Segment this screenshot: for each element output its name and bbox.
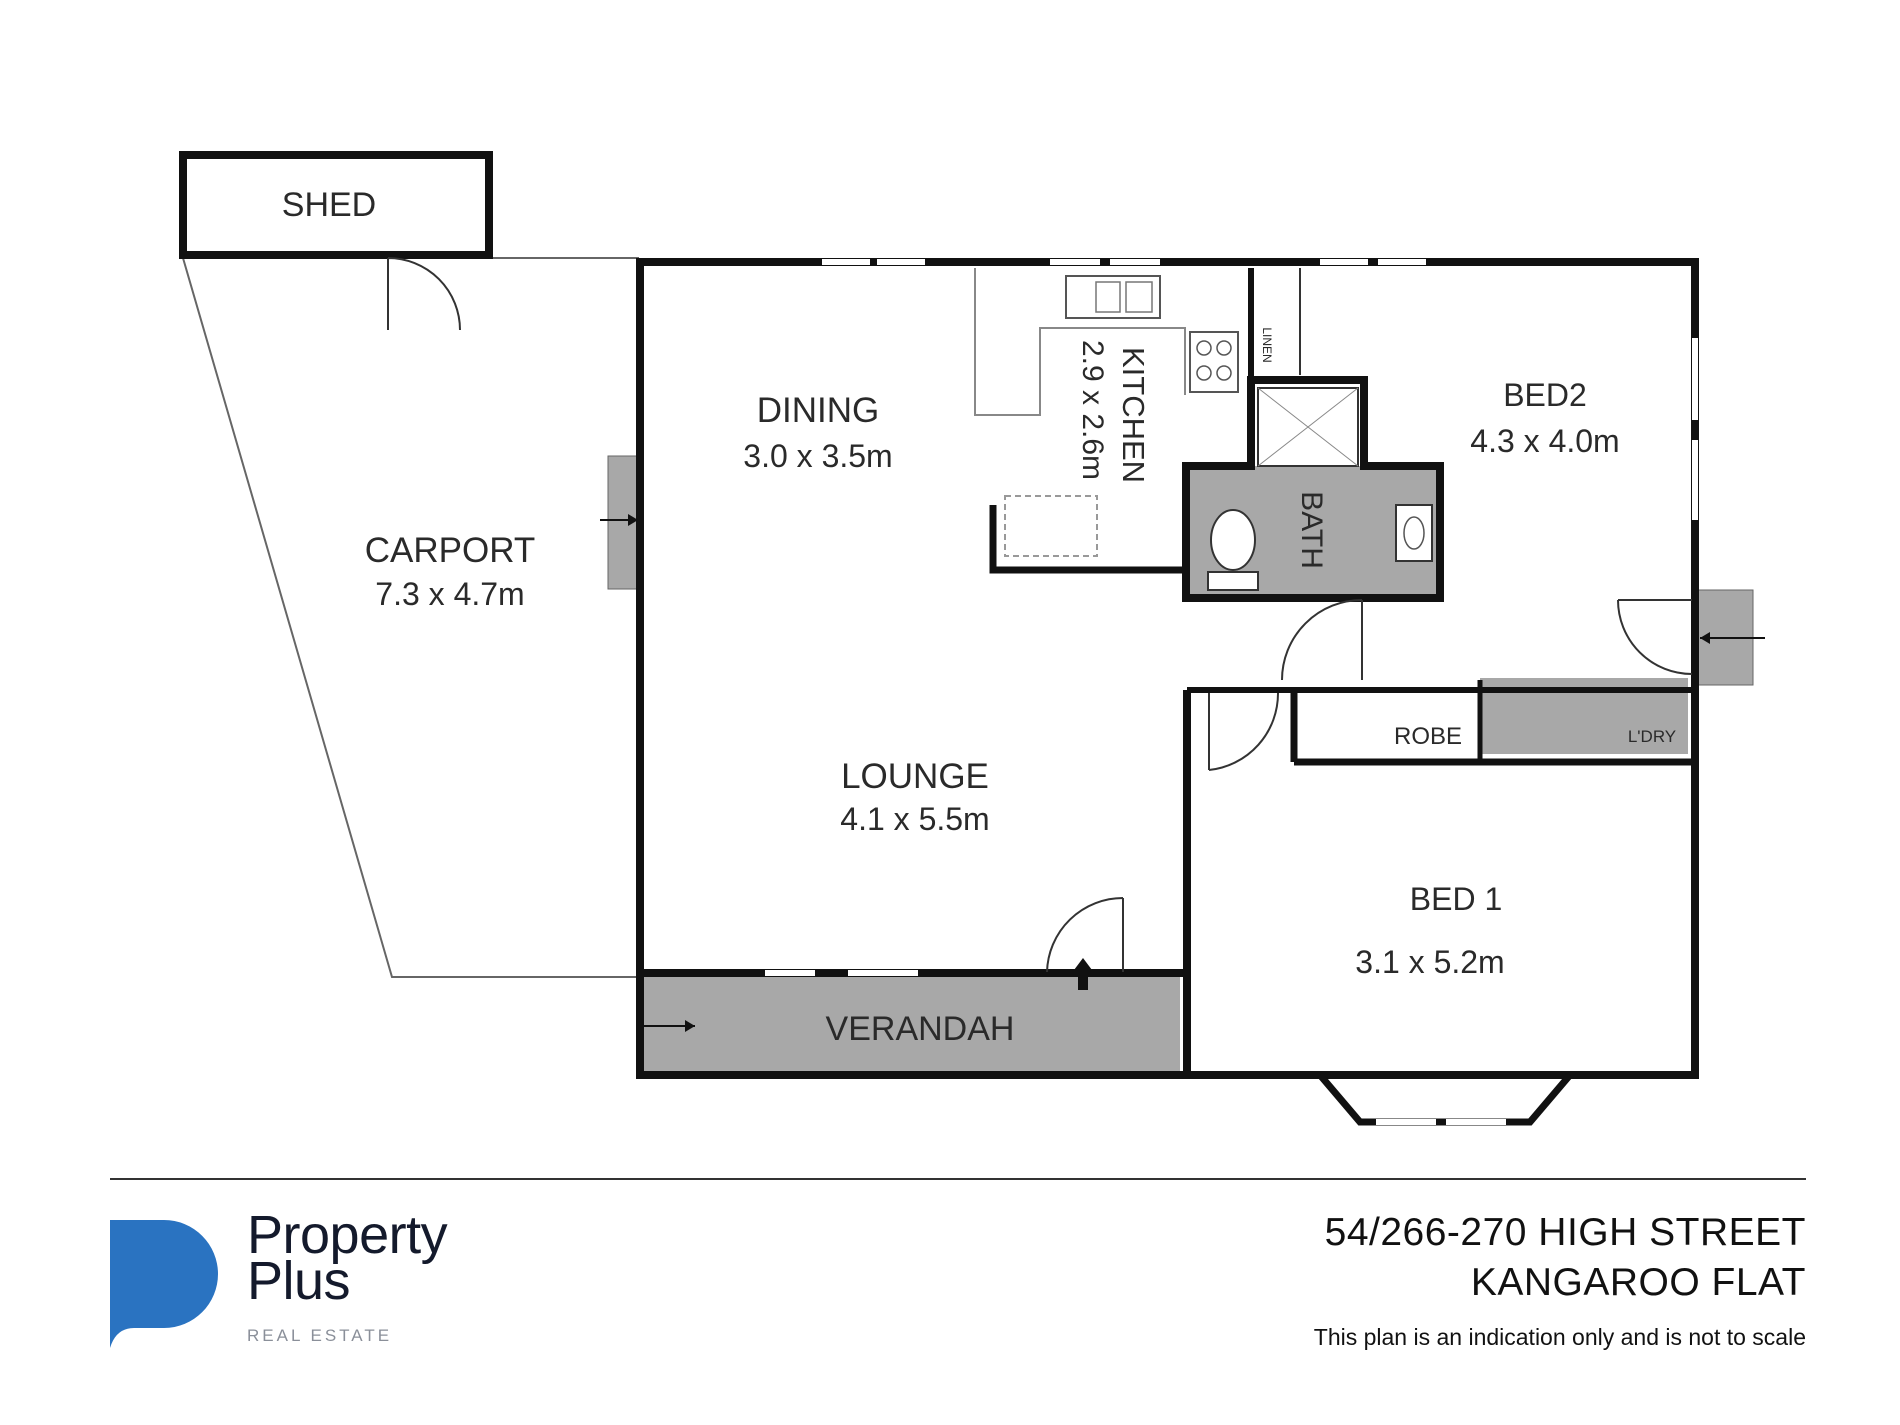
side-entry-arrowhead — [1700, 632, 1710, 644]
scale-disclaimer: This plan is an indication only and is n… — [1313, 1324, 1806, 1350]
floor-plan: SHED CARPORT 7.3 x 4.7m DINING 3.0 x 3.5… — [179, 151, 1765, 1126]
sink-bowl-2 — [1125, 281, 1153, 313]
dining-size: 3.0 x 3.5m — [743, 438, 892, 474]
verandah-entry-arrowhead — [685, 1020, 695, 1032]
shower-drain-line-2 — [1257, 387, 1359, 467]
shed-label: SHED — [282, 186, 376, 224]
basin-icon — [1395, 504, 1433, 562]
front-door — [1046, 897, 1124, 973]
toilet-cistern — [1207, 571, 1259, 591]
bed2-size: 4.3 x 4.0m — [1470, 423, 1619, 459]
carport-outline — [181, 257, 639, 978]
brand-tagline: REAL ESTATE — [247, 1326, 393, 1345]
linen-label: LINEN — [1260, 327, 1274, 362]
laundry-label: L'DRY — [1628, 727, 1676, 746]
lounge-size: 4.1 x 5.5m — [840, 801, 989, 837]
kitchen-island-wall — [989, 505, 1183, 574]
footer-divider — [110, 1178, 1806, 1180]
address-line-1: 54/266-270 HIGH STREET — [1324, 1211, 1806, 1254]
toilet-icon — [1210, 509, 1256, 571]
burner-2 — [1216, 340, 1232, 356]
bath-wall — [1182, 376, 1444, 602]
sink-bowl-1 — [1095, 281, 1121, 313]
shed-door — [387, 257, 461, 331]
shed-wall — [179, 151, 493, 259]
address-line-2: KANGAROO FLAT — [1470, 1261, 1806, 1304]
bed2-door — [1617, 599, 1693, 675]
burner-1 — [1196, 340, 1212, 356]
verandah-label: VERANDAH — [826, 1010, 1015, 1048]
bed1-size: 3.1 x 5.2m — [1355, 944, 1504, 980]
verandah-floor — [640, 975, 1180, 1075]
windows — [765, 259, 1698, 1125]
brand-line-2: Plus — [247, 1251, 351, 1311]
bath-label: BATH — [1295, 491, 1328, 569]
bath-door — [1281, 599, 1363, 681]
brand-line-1: Property — [247, 1205, 448, 1265]
carport-entry-arrowhead — [628, 514, 638, 526]
bed1-label: BED 1 — [1410, 881, 1502, 917]
bay-window — [1317, 1072, 1573, 1126]
brand-name: Property Plus REAL ESTATE — [247, 1208, 448, 1346]
carport-label: CARPORT — [365, 531, 536, 570]
kitchen-size: 2.9 x 2.6m — [1076, 340, 1109, 480]
kitchen-bench — [974, 268, 1186, 416]
property-plus-logo-icon — [110, 1220, 218, 1348]
burner-4 — [1216, 365, 1232, 381]
burner-3 — [1196, 365, 1212, 381]
lounge-label: LOUNGE — [841, 757, 989, 796]
property-address: 54/266-270 HIGH STREET KANGAROO FLAT Thi… — [1314, 1208, 1806, 1352]
dining-label: DINING — [757, 391, 880, 430]
carport-size: 7.3 x 4.7m — [375, 576, 524, 612]
island-bench — [1004, 495, 1098, 557]
bed1-door — [1208, 692, 1280, 771]
basin-bowl — [1403, 516, 1425, 550]
front-entry-arrow — [1071, 958, 1095, 990]
cooktop-icon — [1189, 331, 1239, 393]
bed2-label: BED2 — [1503, 377, 1587, 413]
kitchen-label: KITCHEN — [1116, 347, 1151, 483]
robe-label: ROBE — [1394, 723, 1462, 750]
sink-icon — [1065, 275, 1161, 319]
